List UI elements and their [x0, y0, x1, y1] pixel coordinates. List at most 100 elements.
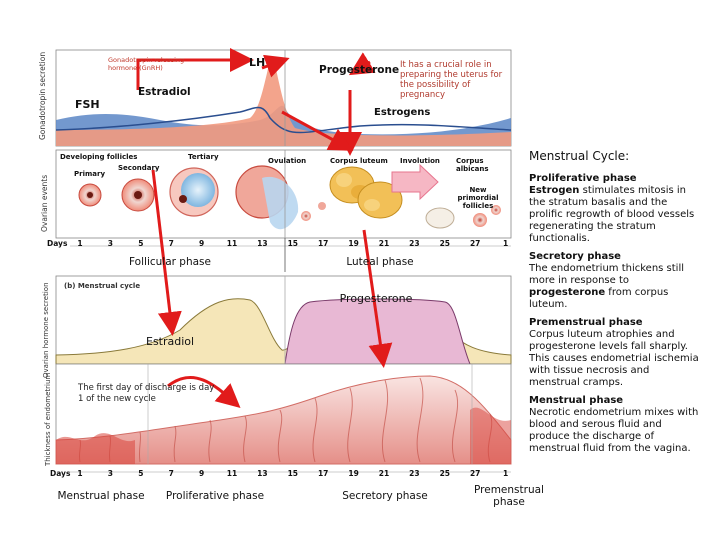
side-panel-title: Menstrual Cycle:	[529, 149, 630, 163]
day-tick: 13	[257, 239, 268, 248]
arrow-progesterone-note	[348, 52, 376, 76]
progesterone-note: It has a crucial role in preparing the u…	[400, 60, 503, 100]
new-primordial-follicles	[473, 205, 501, 227]
luteal-phase-label: Luteal phase	[346, 256, 414, 268]
day-tick: 1	[502, 239, 509, 248]
follicular-phase-label: Follicular phase	[129, 256, 211, 268]
menstrual-estradiol-label: Estradiol	[146, 335, 195, 348]
gonadotropin-axis-label: Gonadotropin secretion	[38, 51, 47, 140]
arrow-lh	[261, 54, 290, 78]
proliferative-description: Proliferative phase Estrogen stimulates …	[529, 173, 699, 245]
menstrual-heading: Menstrual phase	[529, 395, 624, 406]
day-tick: 25	[439, 239, 451, 248]
day-tick: 25	[439, 469, 451, 478]
proliferative-heading: Proliferative phase	[529, 173, 637, 184]
day-tick: 3	[107, 469, 113, 478]
day-tick: 15	[287, 239, 299, 248]
day-tick: 21	[378, 469, 390, 478]
menstrual-cycle-title: (b) Menstrual cycle	[64, 282, 141, 290]
stage-primary: Primary	[74, 170, 106, 178]
premenstrual-description: Premenstrual phase Corpus luteum atrophi…	[529, 317, 699, 389]
ovarian-axis-label: Ovarian events	[40, 174, 49, 232]
secretory-body-2: from corpus luteum.	[529, 287, 669, 310]
first-day-annotation: The first day of discharge is day 1 of t…	[78, 383, 215, 404]
proliferative-lead: Estrogen	[529, 185, 580, 196]
secretory-bold: progesterone	[529, 287, 606, 298]
day-tick: 9	[198, 469, 205, 478]
stage-tertiary: Tertiary	[188, 153, 219, 161]
stage-developing-follicles: Developing follicles	[60, 153, 138, 161]
day-tick: 19	[348, 239, 359, 248]
stage-corpus-luteum: Corpus luteum	[330, 157, 388, 165]
menstrual-body: Necrotic endometrium mixes with blood an…	[529, 407, 699, 454]
days-label-bottom: Days	[50, 469, 71, 478]
menstrual-shedding-right	[470, 407, 511, 464]
corpus-albicans	[425, 207, 455, 229]
secretory-body-1: The endometrium thickens still more in r…	[529, 263, 685, 286]
premenstrual-phase-label: Premenstrual phase	[474, 484, 544, 508]
endometrium-axis-label: Thickness of endometrium	[44, 372, 52, 466]
proliferative-body: stimulates mitosis in the stratum basali…	[529, 185, 695, 244]
stage-secondary: Secondary	[118, 164, 160, 172]
day-tick: 27	[469, 469, 481, 478]
day-tick: 19	[348, 469, 359, 478]
day-tick: 17	[317, 239, 329, 248]
secondary-follicle	[121, 178, 155, 212]
day-tick: 27	[469, 239, 481, 248]
arrow-corpus-luteum-to-endometrium	[362, 229, 393, 368]
day-tick: 7	[168, 239, 174, 248]
secretory-heading: Secretory phase	[529, 251, 621, 262]
involution-arrow	[391, 163, 439, 201]
day-tick: 5	[138, 469, 144, 478]
menstrual-shedding-left	[56, 433, 135, 464]
day-tick: 11	[226, 469, 238, 478]
day-tick: 23	[409, 239, 420, 248]
endometrium-tissue	[55, 375, 512, 465]
menstrual-progesterone-label: Progesterone	[339, 292, 413, 305]
day-tick: 1	[77, 469, 83, 478]
involution-corpus	[357, 181, 403, 219]
top-estradiol-label: Estradiol	[138, 86, 191, 98]
day-tick: 7	[168, 469, 174, 478]
arrow-first-day	[167, 376, 241, 408]
tertiary-follicle	[169, 167, 219, 217]
lh-area	[56, 56, 511, 146]
stage-involution: Involution	[400, 157, 440, 165]
primary-follicle	[78, 183, 102, 207]
stage-corpus-albicans: Corpus albicans	[456, 157, 489, 173]
day-tick: 1	[77, 239, 83, 248]
lh-label: LH	[249, 56, 266, 69]
gnrh-label: Gonadotropin releasing hormone (GnRH)	[108, 56, 185, 72]
days-label-top: Days	[47, 239, 68, 248]
estrogen-curve	[55, 106, 512, 134]
premenstrual-body: Corpus luteum atrophies and progesterone…	[529, 329, 699, 388]
day-tick: 9	[198, 239, 205, 248]
top-progesterone-label: Progesterone	[319, 64, 400, 76]
menstrual-description: Menstrual phase Necrotic endometrium mix…	[529, 395, 699, 455]
proliferative-phase-label: Proliferative phase	[165, 490, 265, 502]
stage-ovulation: Ovulation	[268, 157, 307, 165]
day-tick: 23	[409, 469, 420, 478]
stage-new-primordial-follicles: New primordial follicles	[457, 186, 499, 210]
day-tick: 3	[107, 239, 113, 248]
hormone-axis-label: Ovarian hormone secretion	[42, 282, 50, 378]
secretory-phase-label: Secretory phase	[342, 490, 428, 502]
menstrual-phase-label: Menstrual phase	[57, 490, 145, 502]
secretory-description: Secretory phase The endometrium thickens…	[529, 251, 699, 311]
day-tick: 5	[138, 239, 144, 248]
ovulating-follicle	[235, 165, 326, 230]
day-tick: 21	[378, 239, 390, 248]
day-tick: 17	[317, 469, 329, 478]
day-tick: 1	[502, 469, 509, 478]
premenstrual-heading: Premenstrual phase	[529, 317, 643, 328]
estrogens-label: Estrogens	[374, 107, 431, 118]
day-tick: 11	[226, 239, 238, 248]
arrow-estrogens-to-corpus-luteum	[281, 110, 354, 151]
fsh-label: FSH	[75, 98, 100, 111]
day-tick: 15	[287, 469, 299, 478]
arrow-gnrh-to-lh	[136, 48, 254, 90]
day-tick: 13	[257, 469, 268, 478]
arrow-follicle-to-estradiol	[151, 169, 182, 336]
annotation-arrows	[136, 48, 393, 408]
